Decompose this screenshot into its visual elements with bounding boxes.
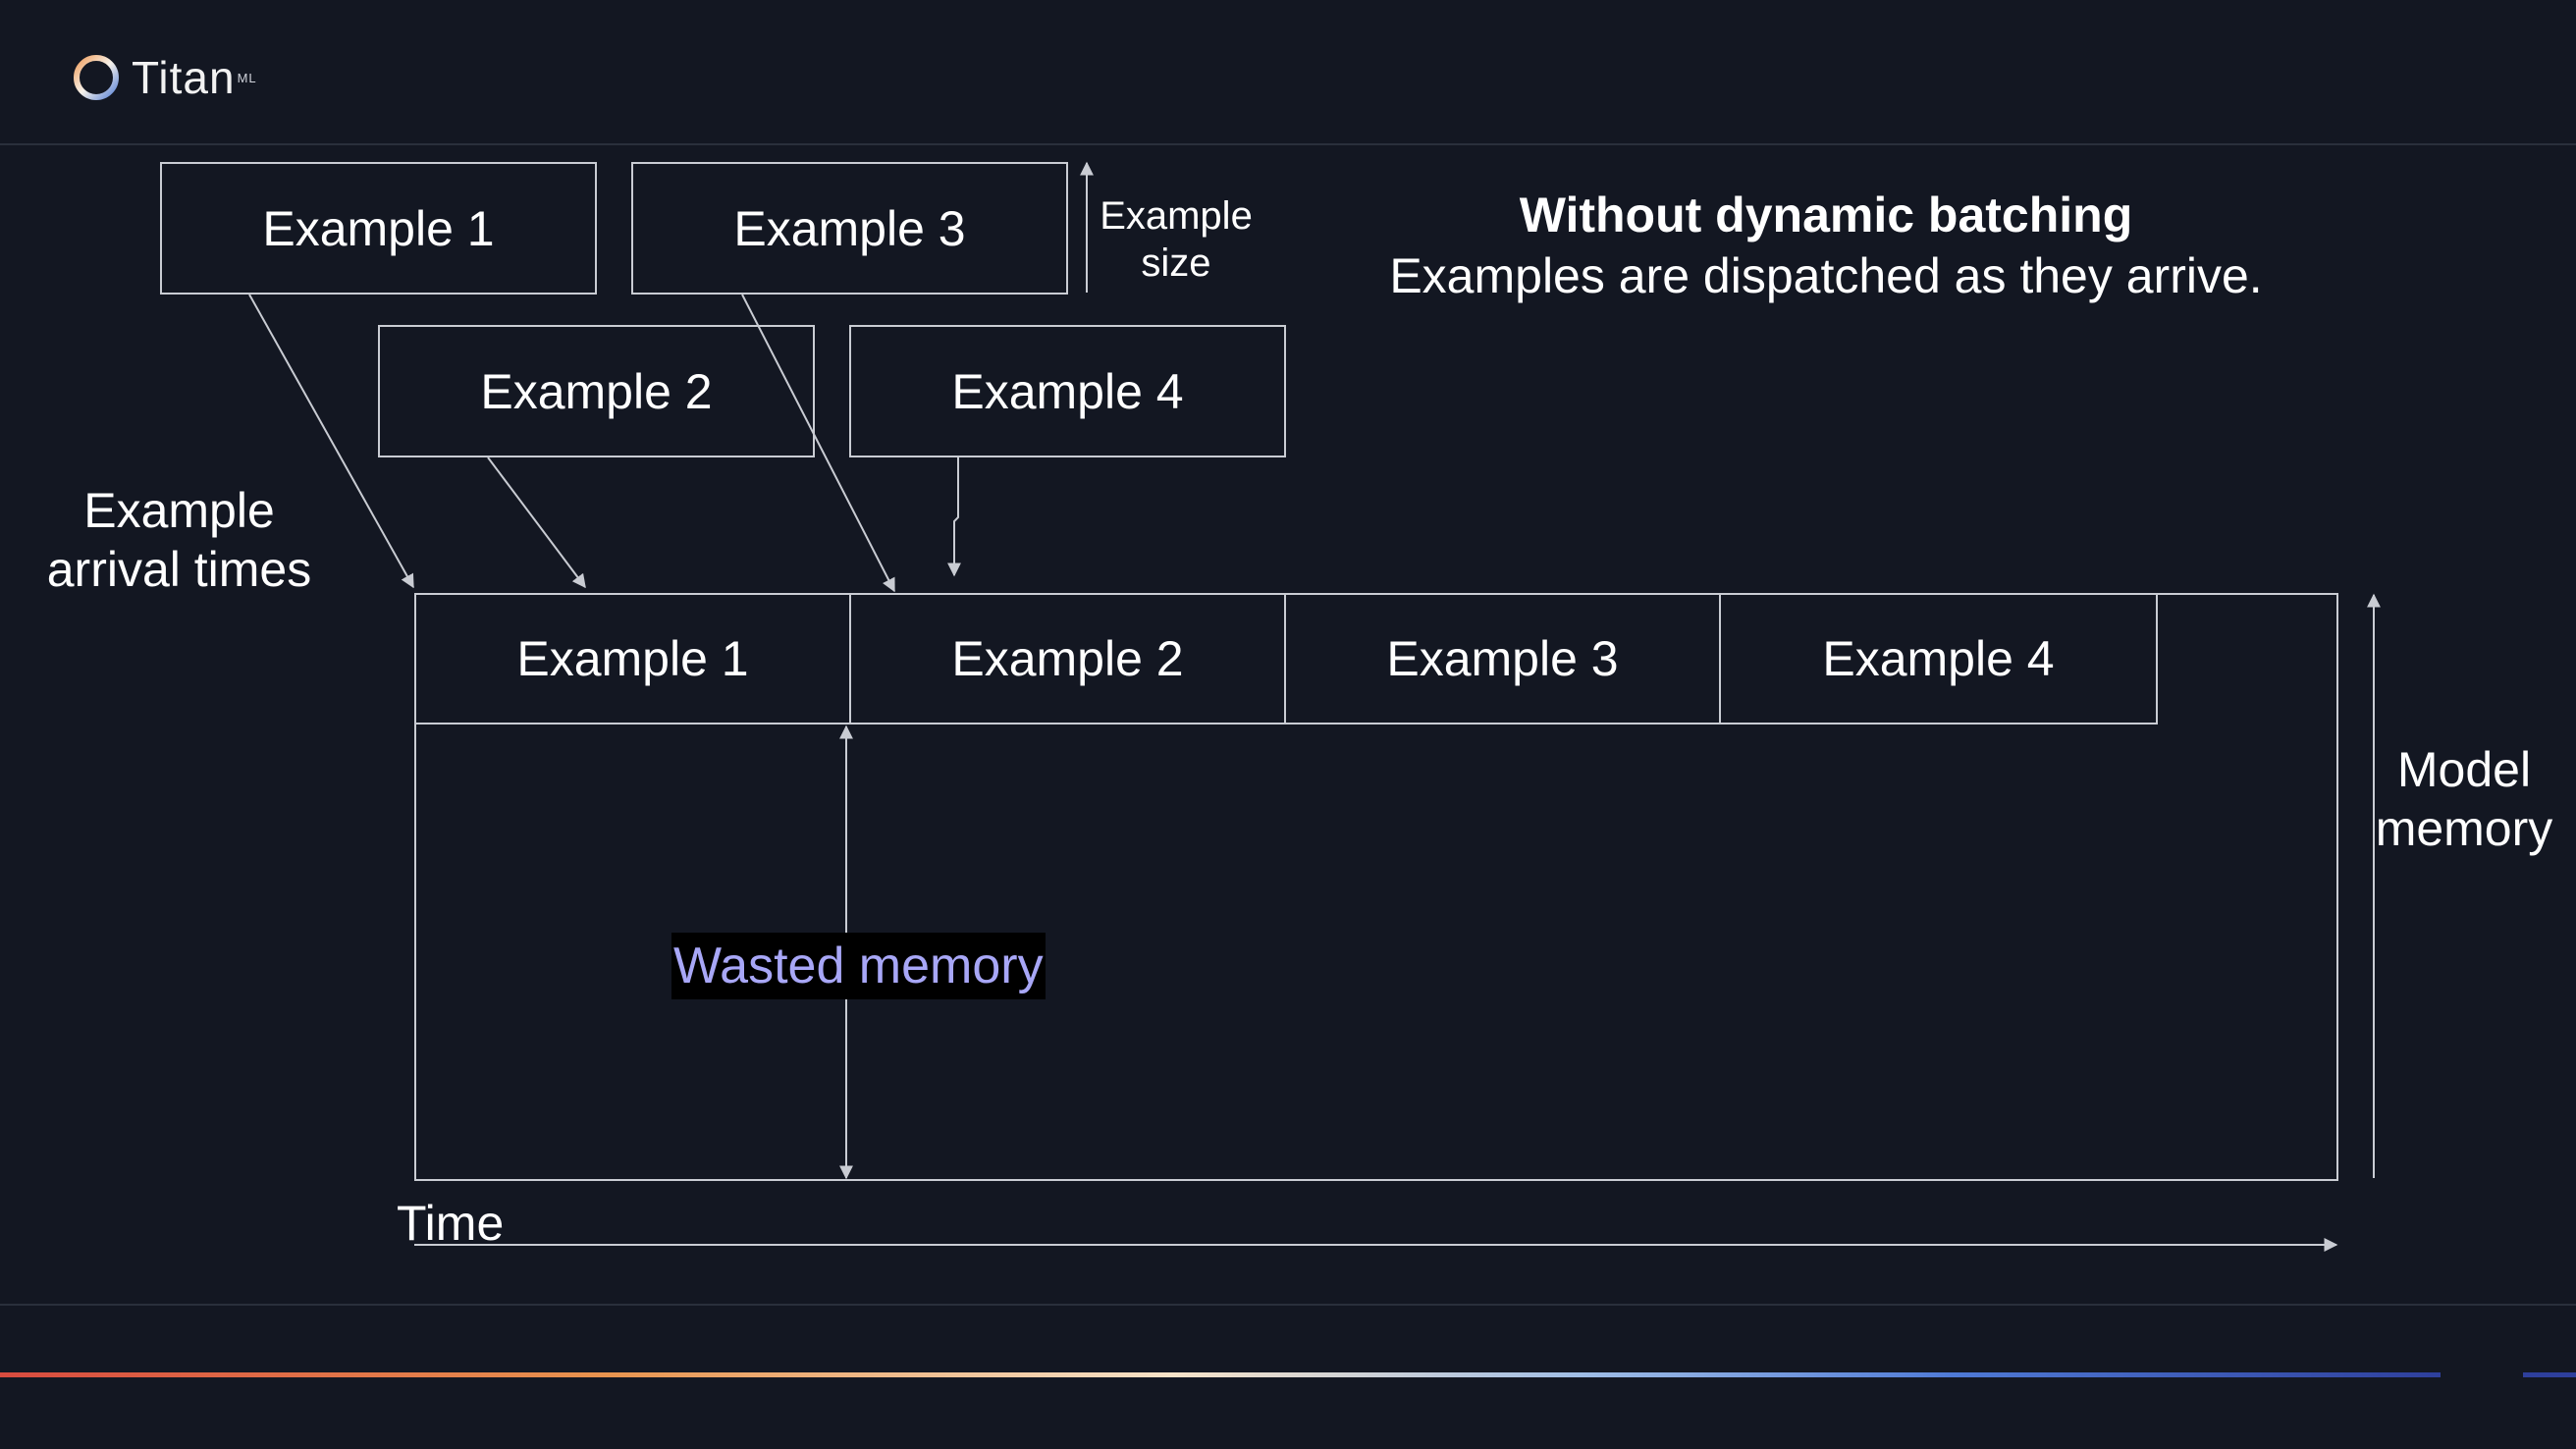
- brand-logo: Titan ML: [71, 51, 257, 104]
- diagram-heading-block: Without dynamic batching Examples are di…: [1335, 187, 2317, 304]
- timeline-slot-example-2: Example 2: [849, 593, 1286, 724]
- arrival-arrow-3: [741, 294, 895, 593]
- brand-name: Titan: [132, 52, 236, 103]
- arrival-arrow-2: [487, 456, 586, 589]
- brand-superscript: ML: [237, 70, 257, 85]
- arrival-box-example-3: Example 3: [631, 162, 1068, 295]
- arrival-box-example-2: Example 2: [378, 325, 815, 457]
- arrival-times-label-line1: Example: [83, 483, 275, 538]
- timeline-slot-example-4: Example 4: [1719, 593, 2158, 724]
- diagram-subtitle: Examples are dispatched as they arrive.: [1389, 248, 2263, 303]
- time-axis-label: Time: [397, 1196, 505, 1251]
- example-size-label-line1: Example: [1100, 194, 1253, 238]
- brand-gradient-bar: [0, 1372, 2441, 1377]
- example-size-label: Example size: [1090, 192, 1262, 287]
- footer-divider: [0, 1304, 2576, 1306]
- arrival-arrow-4: [947, 457, 961, 577]
- brand-gradient-bar-end: [2523, 1372, 2576, 1377]
- titan-ring-icon: [74, 55, 119, 100]
- diagram-heading: Without dynamic batching: [1519, 188, 2133, 242]
- arrival-box-example-4: Example 4: [849, 325, 1286, 457]
- arrival-times-label-line2: arrival times: [46, 542, 312, 597]
- timeline-slot-example-1: Example 1: [414, 593, 851, 724]
- arrival-box-example-1: Example 1: [160, 162, 597, 295]
- model-memory-label-line2: memory: [2375, 801, 2553, 856]
- header-divider: [0, 143, 2576, 145]
- timeline-slot-example-3: Example 3: [1284, 593, 1721, 724]
- model-memory-label: Model memory: [2371, 740, 2557, 858]
- arrival-arrow-1: [248, 294, 414, 589]
- example-size-label-line2: size: [1141, 242, 1211, 285]
- arrival-times-label: Example arrival times: [29, 481, 329, 599]
- model-memory-label-line1: Model: [2396, 742, 2532, 797]
- wasted-memory-label: Wasted memory: [671, 933, 1046, 999]
